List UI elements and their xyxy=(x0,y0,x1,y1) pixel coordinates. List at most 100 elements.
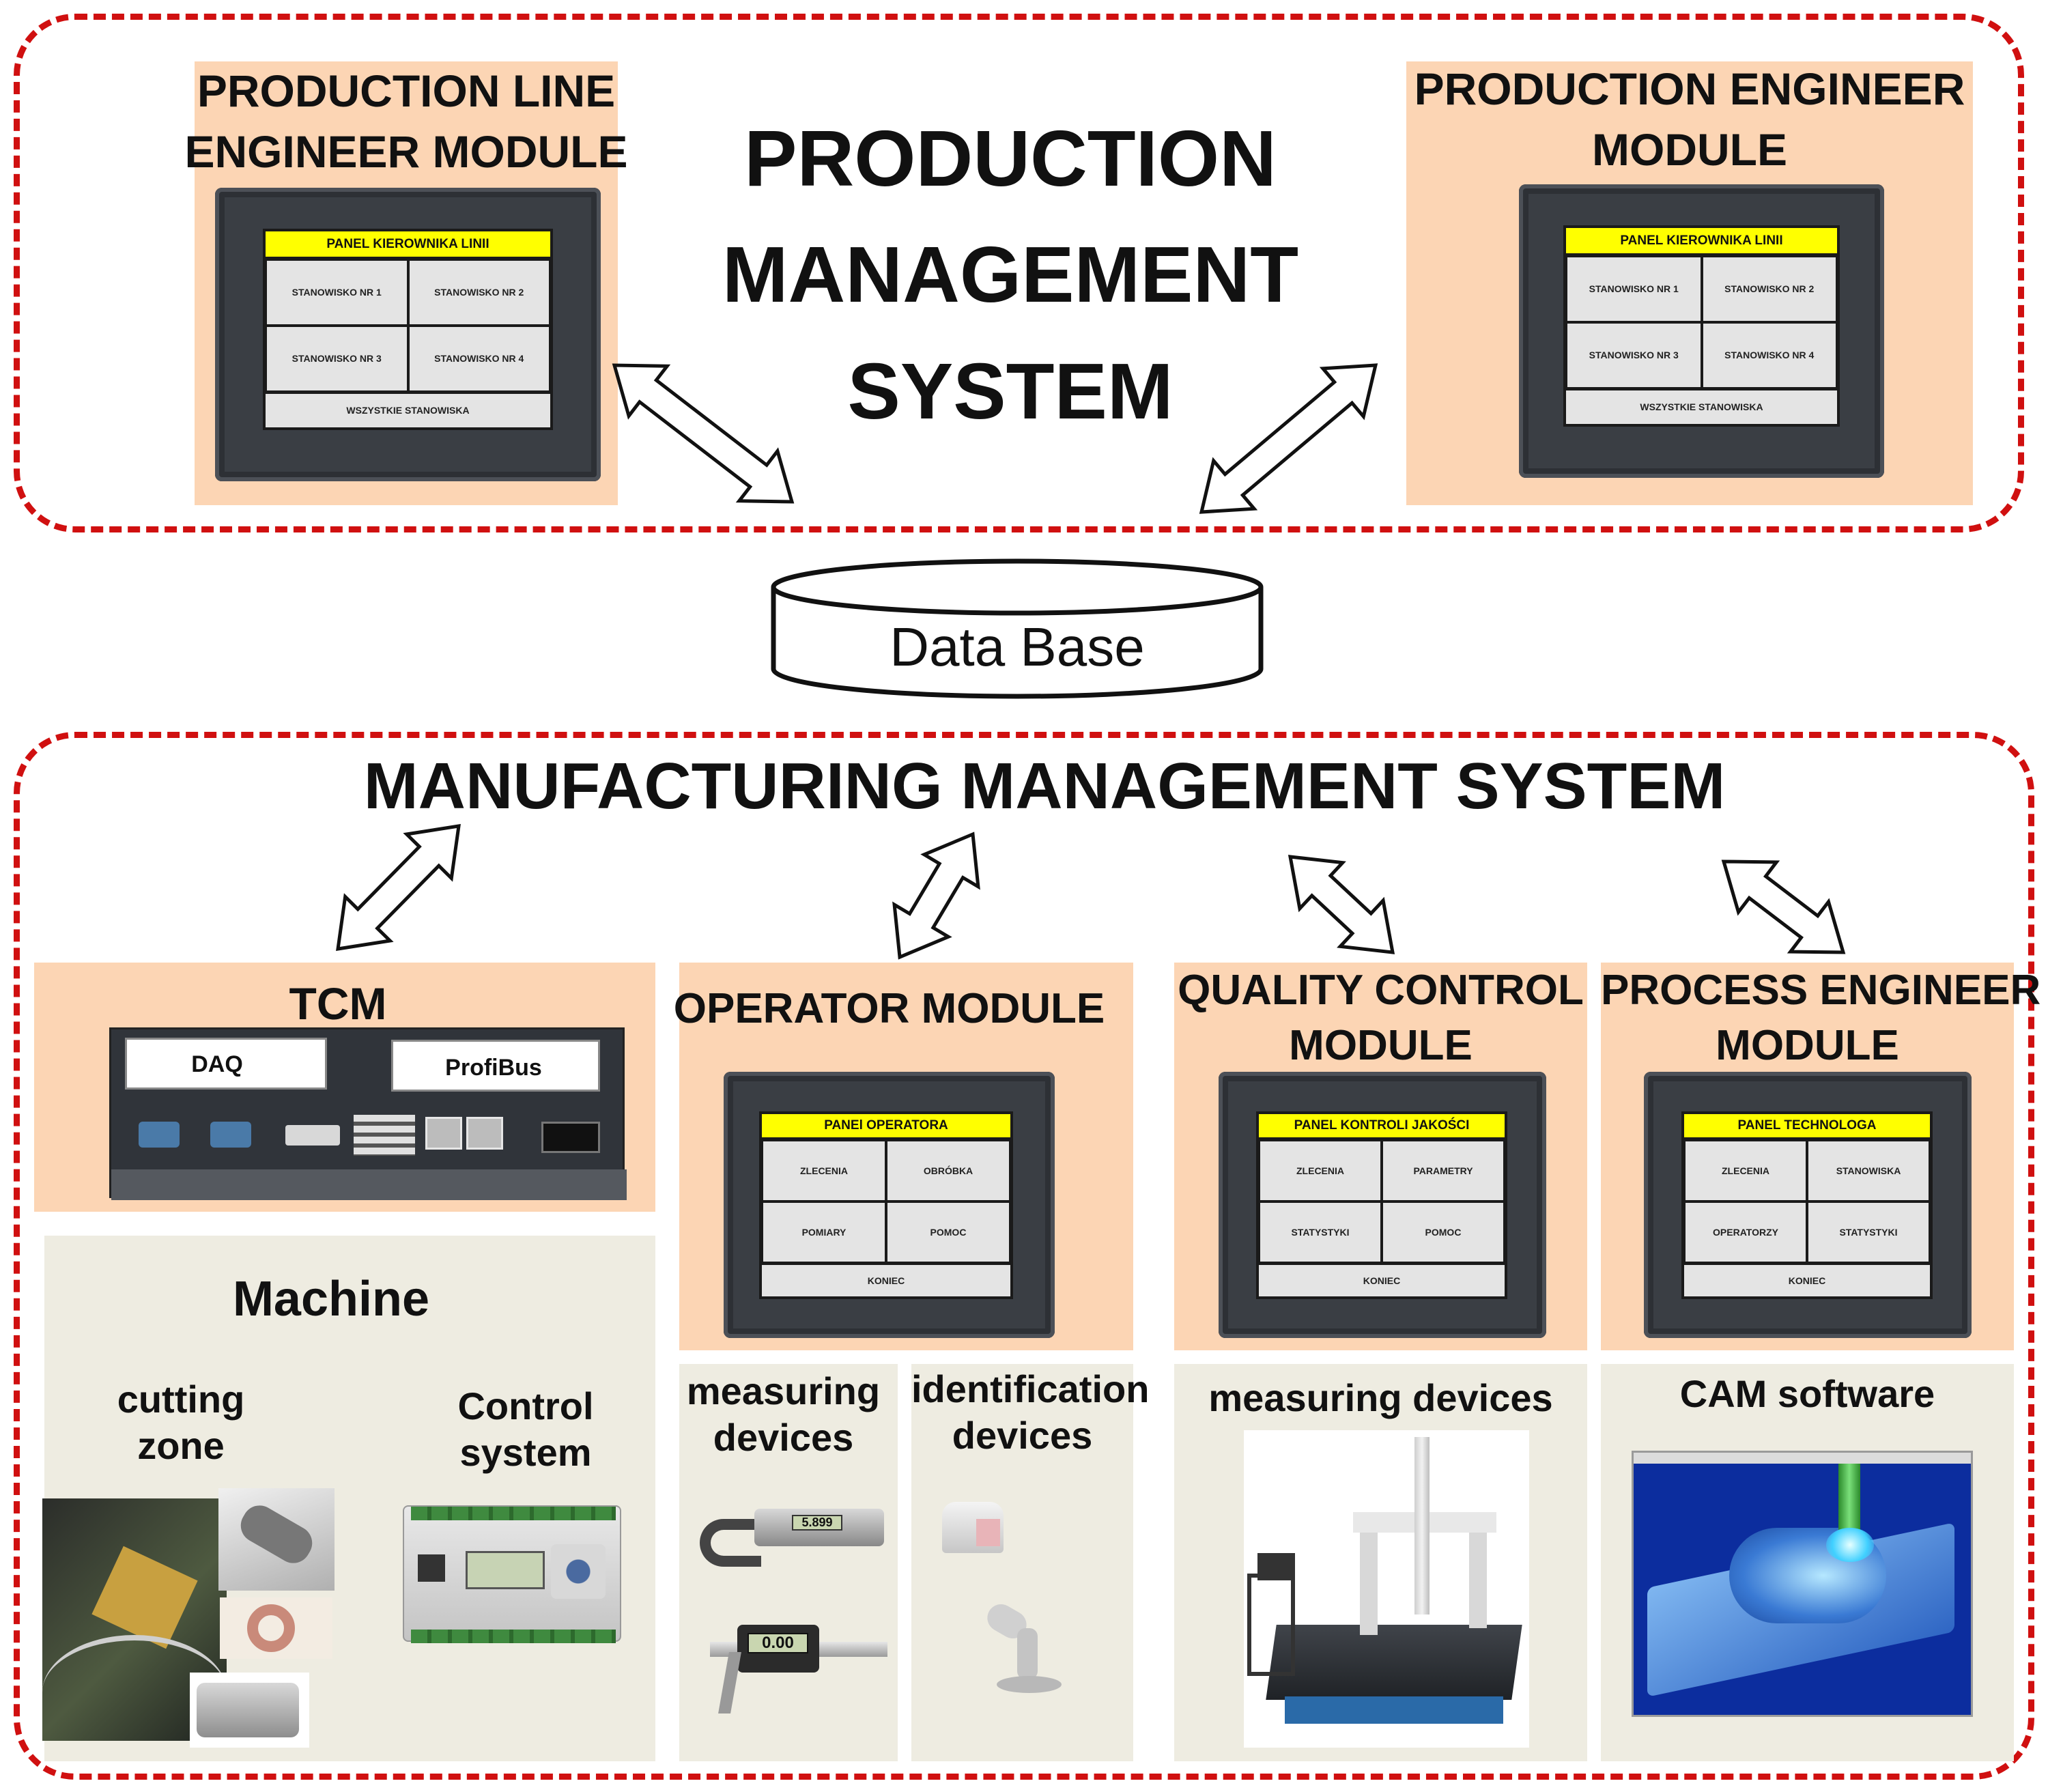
database-cylinder xyxy=(771,558,1264,699)
pms-region xyxy=(14,14,2024,532)
screen-header: PANEL KIEROWNIKA LINII xyxy=(266,231,550,259)
screen-cell-4[interactable]: STANOWISKO NR 4 xyxy=(408,325,550,392)
production-engineer-monitor: PANEL KIEROWNIKA LINII STANOWISKO NR 1 S… xyxy=(1519,184,1884,478)
screen-cell-1[interactable]: STANOWISKO NR 1 xyxy=(266,259,408,326)
control-system-line-2: system xyxy=(459,1431,592,1475)
screen-cell-3[interactable]: OPERATORZY xyxy=(1684,1201,1807,1264)
quality-control-screen: PANEL KONTROLI JAKOŚCI ZLECENIA PARAMETR… xyxy=(1256,1111,1507,1299)
identification-devices-line-1: identification xyxy=(911,1367,1150,1410)
production-engineer-module-title: PRODUCTION ENGINEER MODULE xyxy=(1406,64,1973,175)
process-engineer-screen: PANEL TECHNOLOGA ZLECENIA STANOWISKA OPE… xyxy=(1681,1111,1933,1299)
profibus-card xyxy=(391,1040,600,1092)
accelerometer-body xyxy=(197,1683,299,1737)
cutting-zone-line-2: zone xyxy=(137,1424,225,1468)
micrometer-readout: 5.899 xyxy=(792,1515,842,1531)
micrometer-photo: 5.899 xyxy=(693,1492,891,1574)
production-line-engineer-title-line-1: PRODUCTION LINE xyxy=(197,66,616,116)
control-system-line-1: Control xyxy=(457,1384,594,1427)
identification-devices-line-2: devices xyxy=(952,1414,1093,1457)
screen-cell-4[interactable]: POMOC xyxy=(886,1201,1010,1264)
mms-title: MANUFACTURING MANAGEMENT SYSTEM xyxy=(363,750,1726,823)
screen-cell-2[interactable]: PARAMETRY xyxy=(1382,1140,1505,1202)
screen-footer[interactable]: KONIEC xyxy=(1684,1263,1930,1296)
usb-ports xyxy=(354,1115,415,1156)
screen-cell-2[interactable]: STANOWISKO NR 2 xyxy=(408,259,550,326)
barcode-scanner-photo xyxy=(982,1599,1072,1700)
machine-title: Machine xyxy=(232,1272,430,1326)
pms-title: PRODUCTION MANAGEMENT SYSTEM xyxy=(683,114,1338,436)
quality-control-title-line-2: MODULE xyxy=(1289,1021,1473,1069)
identification-devices-panel xyxy=(911,1364,1133,1761)
screen-footer[interactable]: KONIEC xyxy=(762,1263,1010,1296)
screen-cell-3[interactable]: STANOWISKO NR 3 xyxy=(1566,322,1702,388)
screen-cell-2[interactable]: OBRÓBKA xyxy=(886,1140,1010,1202)
database-cylinder-body xyxy=(771,587,1264,699)
micrometer-frame xyxy=(700,1519,761,1567)
screen-footer[interactable]: WSZYSTKIE STANOWISKA xyxy=(266,391,550,427)
tcm-title: TCM xyxy=(289,978,387,1029)
screen-cell-3[interactable]: STANOWISKO NR 3 xyxy=(266,325,408,392)
mms-region xyxy=(14,732,2034,1780)
workpiece-arc xyxy=(42,1635,227,1750)
screen-cell-3[interactable]: STATYSTYKI xyxy=(1259,1201,1382,1264)
cutting-zone-line-1: cutting xyxy=(117,1378,245,1421)
plc-keypad xyxy=(551,1544,606,1599)
daq-label: DAQ xyxy=(191,1051,243,1077)
arrow-pms-left-to-database xyxy=(612,363,795,504)
control-system-label: Control system xyxy=(423,1384,628,1475)
measuring-devices-left-label: measuring devices xyxy=(679,1370,887,1460)
plc-terminal-top xyxy=(411,1507,616,1520)
screen-cell-2[interactable]: STANOWISKO NR 2 xyxy=(1701,256,1837,322)
production-engineer-title-line-2: MODULE xyxy=(1592,124,1787,175)
screen-footer[interactable]: KONIEC xyxy=(1259,1263,1505,1296)
arrow-mms-to-operator xyxy=(892,831,980,960)
process-engineer-module-title: PROCESS ENGINEER MODULE xyxy=(1601,967,2041,1069)
screen-header: PANEL KONTROLI JAKOŚCI xyxy=(1259,1114,1505,1141)
cmm-monitor xyxy=(1257,1553,1295,1580)
cmm-left-column xyxy=(1360,1533,1378,1635)
cmm-z-ram xyxy=(1414,1437,1430,1615)
screen-cell-1[interactable]: ZLECENIA xyxy=(1259,1140,1382,1202)
screen-header: PANEL KIEROWNIKA LINII xyxy=(1566,228,1837,256)
measuring-devices-right-label: measuring devices xyxy=(1208,1376,1553,1419)
dvi-port xyxy=(285,1125,340,1146)
process-engineer-title-line-1: PROCESS ENGINEER xyxy=(1601,967,2041,1014)
screen-cell-1[interactable]: STANOWISKO NR 1 xyxy=(1566,256,1702,322)
power-connector xyxy=(541,1122,600,1153)
plc-display xyxy=(466,1551,545,1589)
scanner-base xyxy=(997,1676,1062,1693)
screen-cell-4[interactable]: STANOWISKO NR 4 xyxy=(1701,322,1837,388)
screen-cell-1[interactable]: ZLECENIA xyxy=(762,1140,886,1202)
arrow-mms-to-tcm xyxy=(336,824,461,951)
daq-card xyxy=(125,1038,327,1090)
screen-cell-1[interactable]: ZLECENIA xyxy=(1684,1140,1807,1202)
production-line-engineer-title-line-2: ENGINEER MODULE xyxy=(184,126,628,177)
serial-port-1 xyxy=(139,1122,180,1148)
label-printer-label xyxy=(976,1519,1000,1546)
pms-title-line-1: PRODUCTION xyxy=(744,114,1277,203)
cam-tool-glow xyxy=(1826,1528,1874,1562)
screen-header: PANEL TECHNOLOGA xyxy=(1684,1114,1930,1141)
cmm-base xyxy=(1285,1696,1503,1724)
screen-cell-4[interactable]: STATYSTYKI xyxy=(1807,1201,1930,1264)
pms-title-line-3: SYSTEM xyxy=(847,346,1174,436)
cmm-machine-photo xyxy=(1244,1430,1529,1748)
ethernet-port-2 xyxy=(466,1117,503,1150)
screen-cell-2[interactable]: STANOWISKA xyxy=(1807,1140,1930,1202)
production-line-engineer-screen: PANEL KIEROWNIKA LINII STANOWISKO NR 1 S… xyxy=(263,229,553,430)
cam-cutter-tool xyxy=(1838,1464,1860,1532)
arrow-mms-to-process xyxy=(1721,859,1846,954)
measuring-devices-left-line-2: devices xyxy=(713,1416,854,1460)
operator-screen: PANEl OPERATORA ZLECENIA OBRÓBKA POMIARY… xyxy=(759,1111,1013,1299)
arrow-pms-right-to-database xyxy=(1199,363,1378,514)
ethernet-port-1 xyxy=(425,1117,462,1150)
pms-title-line-2: MANAGEMENT xyxy=(722,230,1299,319)
screen-footer[interactable]: WSZYSTKIE STANOWISKA xyxy=(1566,388,1837,424)
screen-cell-4[interactable]: POMOC xyxy=(1382,1201,1505,1264)
ring-sensor-photo xyxy=(220,1597,332,1659)
database-cylinder-top xyxy=(771,558,1264,616)
scanner-handle xyxy=(1017,1628,1038,1679)
operator-monitor: PANEl OPERATORA ZLECENIA OBRÓBKA POMIARY… xyxy=(724,1072,1055,1338)
screen-cell-3[interactable]: POMIARY xyxy=(762,1201,886,1264)
